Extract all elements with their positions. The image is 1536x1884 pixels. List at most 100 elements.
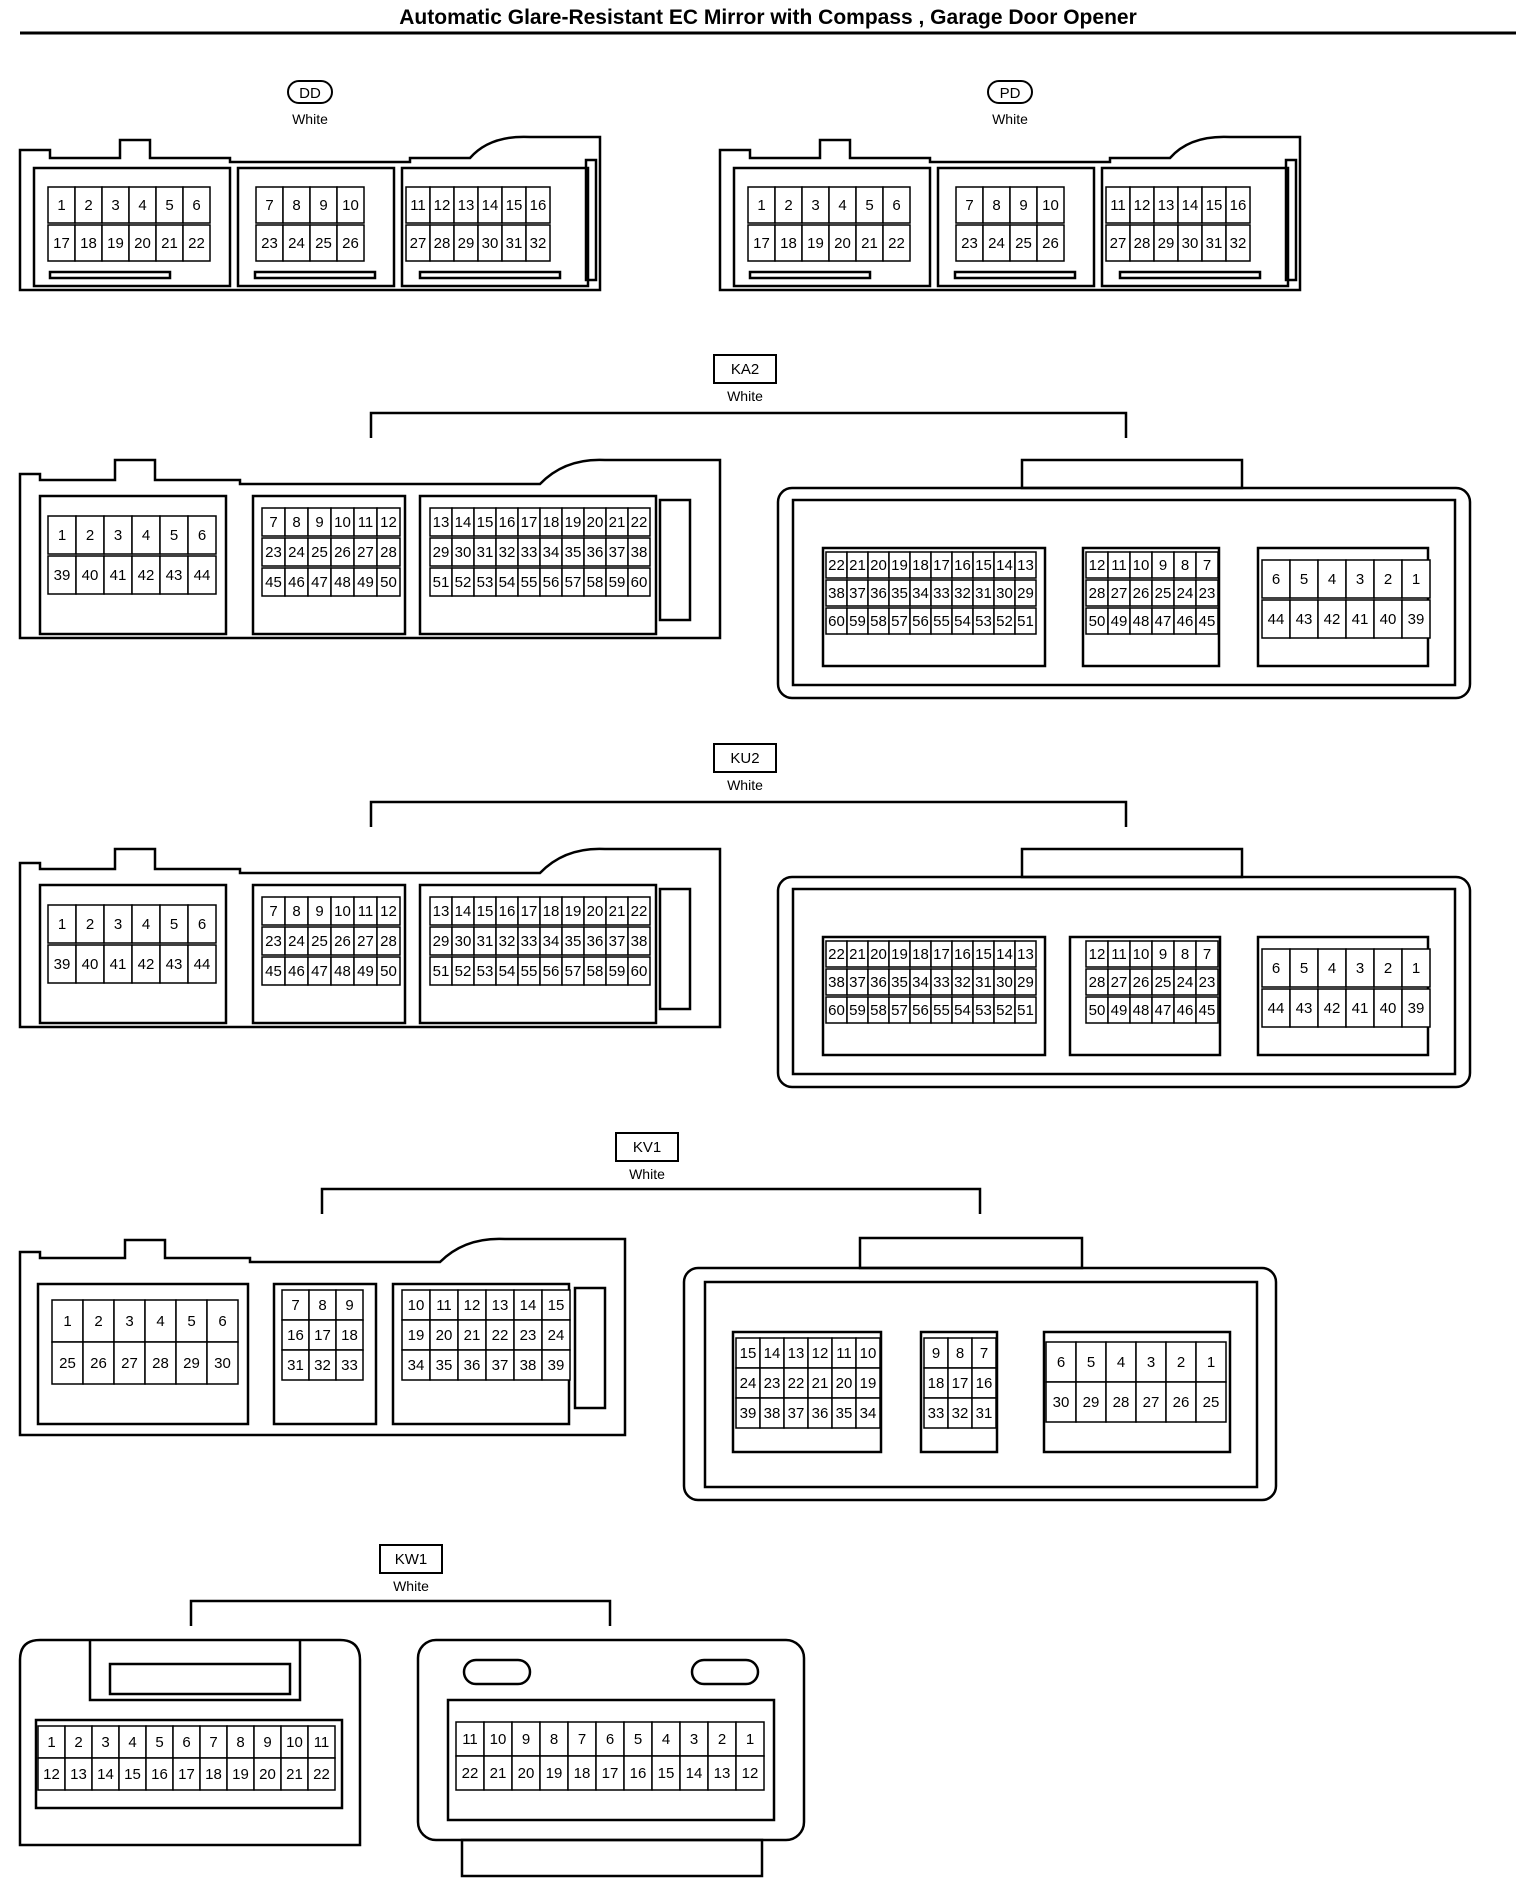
- pin-cell: [172, 1757, 201, 1791]
- pin-number: 26: [334, 544, 351, 561]
- pin-number: 7: [980, 1345, 988, 1362]
- pin-cell: [1195, 940, 1219, 968]
- pin-number: 20: [134, 235, 151, 252]
- pin-number: 32: [1230, 235, 1247, 252]
- pin-number: 36: [870, 974, 887, 991]
- pin-cell: [1153, 224, 1179, 262]
- pin-cell: [118, 1757, 147, 1791]
- label-pd-id: PD: [1000, 85, 1021, 102]
- pin-number: 39: [1408, 611, 1425, 628]
- pin-number: 8: [292, 197, 300, 214]
- pin-cell: [144, 1299, 177, 1343]
- pin-number: 11: [410, 197, 426, 214]
- pin-number: 12: [380, 514, 397, 531]
- pin-number: 42: [138, 567, 155, 584]
- pin-number: 4: [662, 1731, 670, 1748]
- pin-number: 10: [1133, 946, 1150, 963]
- pin-number: 17: [602, 1765, 619, 1782]
- pin-number: 10: [490, 1731, 507, 1748]
- pin-cell: [485, 1289, 515, 1321]
- pin-cell: [1014, 579, 1037, 607]
- pin-number: 1: [58, 527, 66, 544]
- label-kw1: KW1 White: [189, 1544, 612, 1626]
- pin-number: 26: [90, 1355, 107, 1372]
- pin-number: 23: [1199, 585, 1216, 602]
- pin-number: 36: [812, 1405, 829, 1422]
- pin-number: 5: [170, 916, 178, 933]
- pin-number: 30: [1053, 1394, 1070, 1411]
- pin-cell: [187, 515, 217, 555]
- pin-number: 25: [1155, 585, 1172, 602]
- pin-cell: [1401, 559, 1431, 599]
- pin-number: 57: [565, 963, 582, 980]
- pin-cell: [131, 555, 161, 595]
- pin-number: 28: [152, 1355, 169, 1372]
- pin-cell: [336, 186, 365, 224]
- pin-cell: [376, 896, 401, 926]
- pin-cell: [511, 1721, 541, 1757]
- pin-number: 3: [811, 197, 819, 214]
- pin-number: 23: [265, 544, 282, 561]
- pin-number: 5: [1300, 571, 1308, 588]
- pin-number: 17: [933, 946, 950, 963]
- pin-number: 41: [1352, 1000, 1369, 1017]
- pin-cell: [155, 224, 184, 262]
- pin-cell: [679, 1755, 709, 1791]
- pin-cell: [627, 896, 651, 926]
- pin-number: 18: [543, 514, 560, 531]
- pin-number: 18: [341, 1327, 358, 1344]
- pin-number: 12: [434, 197, 451, 214]
- pin-number: 35: [436, 1357, 453, 1374]
- pin-number: 51: [1017, 1002, 1034, 1019]
- pin-number: 42: [138, 956, 155, 973]
- pin-number: 10: [408, 1297, 425, 1314]
- pin-number: 18: [928, 1375, 945, 1392]
- pin-cell: [1195, 607, 1219, 635]
- label-kw1-color: White: [393, 1578, 429, 1594]
- pin-number: 10: [860, 1345, 877, 1362]
- pin-cell: [1045, 1381, 1077, 1423]
- pin-number: 59: [609, 574, 626, 591]
- pin-cell: [955, 186, 984, 224]
- pin-number: 40: [1380, 1000, 1397, 1017]
- pin-number: 16: [976, 1375, 993, 1392]
- pin-number: 1: [47, 1734, 55, 1751]
- pin-cell: [376, 537, 401, 567]
- pin-number: 30: [455, 933, 472, 950]
- pin-number: 27: [121, 1355, 138, 1372]
- pin-cell: [783, 1397, 809, 1429]
- pin-number: 60: [631, 963, 648, 980]
- pin-number: 60: [631, 574, 648, 591]
- pin-number: 13: [1158, 197, 1175, 214]
- pin-number: 2: [94, 1313, 102, 1330]
- pin-number: 25: [1015, 235, 1032, 252]
- pin-cell: [159, 555, 189, 595]
- pin-number: 12: [1134, 197, 1151, 214]
- pin-number: 41: [110, 956, 127, 973]
- pin-number: 20: [518, 1765, 535, 1782]
- pin-number: 20: [870, 946, 887, 963]
- pin-cell: [1345, 599, 1375, 639]
- pin-cell: [807, 1397, 833, 1429]
- pin-number: 30: [482, 235, 499, 252]
- pin-cell: [1261, 559, 1291, 599]
- pin-number: 23: [261, 235, 278, 252]
- pin-number: 13: [788, 1345, 805, 1362]
- pin-number: 53: [477, 574, 494, 591]
- connector-kv1-right: [682, 1236, 1278, 1502]
- pin-number: 6: [192, 197, 200, 214]
- pin-number: 18: [543, 903, 560, 920]
- pin-number: 11: [1111, 557, 1127, 574]
- pin-cell: [735, 1367, 761, 1399]
- pin-cell: [1225, 186, 1251, 224]
- pin-number: 33: [933, 585, 950, 602]
- pin-number: 4: [142, 527, 150, 544]
- pin-cell: [1373, 948, 1403, 988]
- pin-number: 46: [288, 574, 305, 591]
- pin-number: 59: [849, 613, 866, 630]
- pin-cell: [483, 1755, 513, 1791]
- pin-number: 4: [138, 197, 146, 214]
- pin-number: 11: [836, 1345, 852, 1362]
